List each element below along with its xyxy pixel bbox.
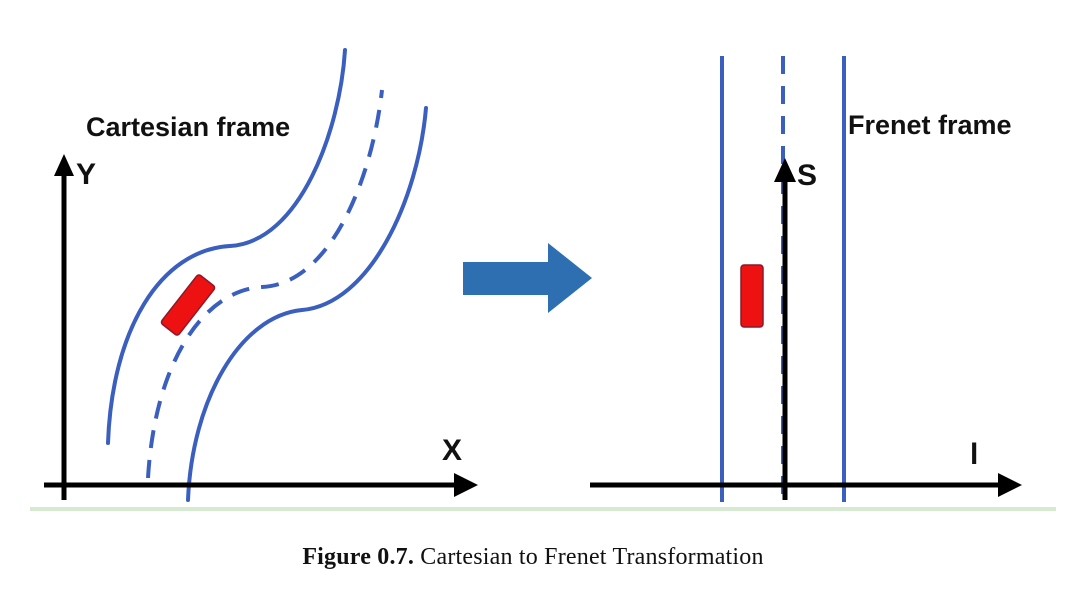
l-axis-arrowhead xyxy=(998,473,1022,497)
figure-caption: Figure 0.7. Cartesian to Frenet Transfor… xyxy=(0,544,1066,571)
figure-bottom-rule xyxy=(30,507,1056,511)
cartesian-panel: Cartesian frame Y X xyxy=(44,48,478,502)
y-axis-arrowhead xyxy=(54,154,74,176)
figure-svg: Cartesian frame Y X Frenet frame S xyxy=(30,48,1056,511)
vehicle-cartesian xyxy=(160,274,216,336)
road-left-edge xyxy=(106,48,347,445)
s-axis-arrowhead xyxy=(774,158,796,182)
l-axis-label: l xyxy=(970,438,978,471)
y-axis-label: Y xyxy=(76,158,96,191)
frenet-frame-title: Frenet frame xyxy=(848,110,1012,140)
s-axis-label: S xyxy=(797,159,817,192)
caption-text: Cartesian to Frenet Transformation xyxy=(420,544,764,570)
caption-label: Figure 0.7. xyxy=(302,544,415,570)
x-axis-label: X xyxy=(442,434,462,467)
road-right-edge xyxy=(186,106,428,502)
vehicle-frenet xyxy=(740,264,764,328)
right-arrow-icon xyxy=(463,243,592,313)
frenet-panel: Frenet frame S l xyxy=(590,56,1022,502)
road-centerline-dashed xyxy=(146,89,384,479)
figure: Cartesian frame Y X Frenet frame S xyxy=(30,48,1056,511)
x-axis-arrowhead xyxy=(454,473,478,497)
cartesian-frame-title: Cartesian frame xyxy=(86,112,290,142)
